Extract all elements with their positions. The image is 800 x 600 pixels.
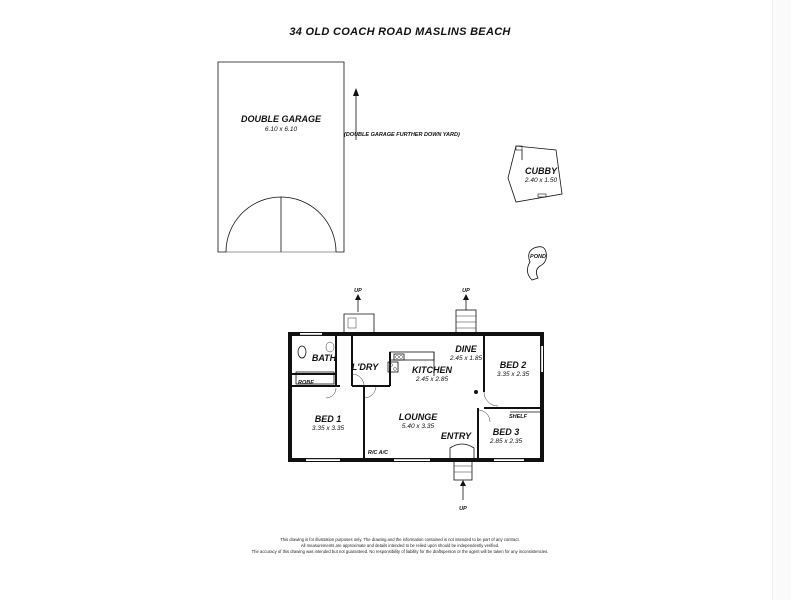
door-swings bbox=[325, 373, 499, 423]
room-dine-size: 2.45 x 1.85 bbox=[449, 355, 483, 362]
windows bbox=[300, 333, 543, 461]
room-dine-label: DINE bbox=[455, 344, 477, 354]
room-entry-label: ENTRY bbox=[441, 431, 472, 441]
cubby-house: CUBBY 2.40 x 1.50 bbox=[507, 145, 563, 203]
rcac-label: R/C A/C bbox=[368, 450, 389, 456]
up-label-laundry: UP bbox=[354, 288, 362, 294]
room-kitchen-size: 2.45 x 2.85 bbox=[415, 376, 449, 383]
garage-note: (DOUBLE GARAGE FURTHER DOWN YARD) bbox=[344, 132, 460, 138]
double-garage: DOUBLE GARAGE 6.10 x 6.10 bbox=[217, 61, 345, 253]
room-lounge-label: LOUNGE bbox=[399, 412, 438, 422]
up-label-entry: UP bbox=[459, 506, 467, 512]
garage-direction-arrow bbox=[353, 88, 359, 140]
plan-title: 34 OLD COACH ROAD MASLINS BEACH bbox=[289, 26, 511, 38]
room-bed1-label: BED 1 bbox=[315, 414, 342, 424]
room-bed2-label: BED 2 bbox=[500, 360, 527, 370]
disclaimer-line-3: The accuracy of this drawing was intende… bbox=[252, 549, 549, 554]
garage-size: 6.10 x 6.10 bbox=[265, 126, 298, 133]
kitchen-stove bbox=[387, 353, 405, 373]
up-arrow-entry: UP bbox=[459, 480, 467, 512]
disclaimer-line-1: This drawing is for illustration purpose… bbox=[280, 537, 520, 542]
bath-fixtures bbox=[295, 341, 335, 385]
pond-label: POND bbox=[530, 254, 546, 260]
room-kitchen-label: KITCHEN bbox=[412, 365, 452, 375]
room-bed3-size: 2.85 x 2.35 bbox=[489, 438, 523, 445]
up-arrow-dine: UP bbox=[462, 288, 470, 310]
room-robe-label: ROBE bbox=[298, 380, 314, 386]
cubby-size: 2.40 x 1.50 bbox=[524, 177, 558, 184]
room-bath-label: BATH bbox=[312, 353, 337, 363]
up-arrow-laundry: UP bbox=[354, 288, 362, 312]
garage-label: DOUBLE GARAGE bbox=[241, 114, 322, 124]
room-bed3-label: BED 3 bbox=[493, 427, 520, 437]
back-steps bbox=[455, 309, 477, 335]
disclaimer-line-2: All measurements are approximate and det… bbox=[301, 543, 499, 548]
room-bed1-size: 3.35 x 3.35 bbox=[312, 425, 345, 432]
laundry-projection bbox=[343, 313, 375, 334]
room-lounge-size: 5.40 x 3.35 bbox=[402, 423, 435, 430]
room-bed2-size: 3.35 x 2.35 bbox=[497, 371, 530, 378]
shelf-label: SHELF bbox=[509, 414, 528, 420]
up-label-dine: UP bbox=[462, 288, 470, 294]
entry-porch bbox=[449, 443, 475, 481]
cubby-label: CUBBY bbox=[525, 166, 558, 176]
room-laundry-label: L'DRY bbox=[352, 362, 379, 372]
heater bbox=[474, 390, 478, 394]
interior-walls bbox=[290, 334, 542, 460]
pond: POND bbox=[527, 246, 547, 281]
page-edge-shadow bbox=[772, 0, 791, 600]
